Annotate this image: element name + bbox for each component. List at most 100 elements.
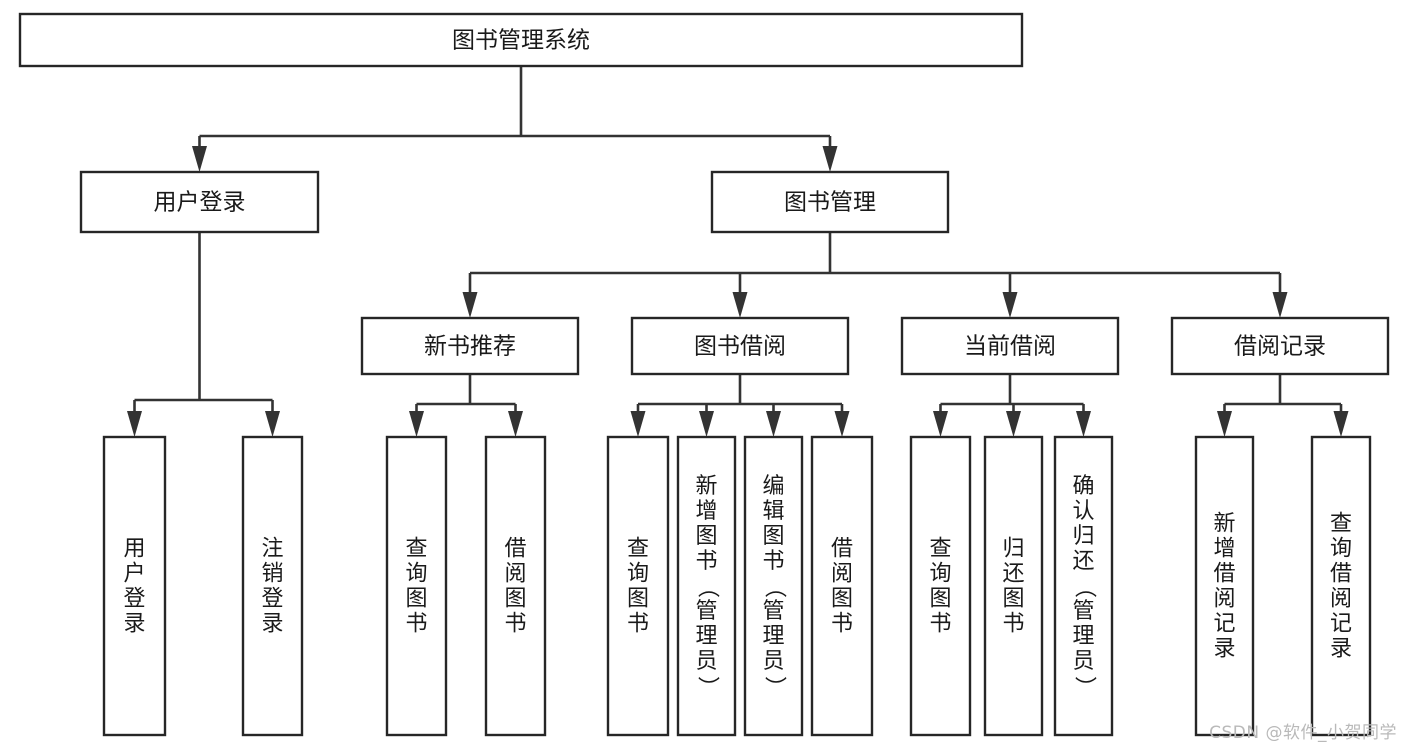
node-label-current-borrow: 当前借阅: [964, 334, 1056, 360]
arrow-head-icon: [630, 411, 646, 437]
svg-text:书: 书: [762, 549, 784, 574]
node-box-leaf-add-book[interactable]: [676, 435, 737, 737]
svg-text:阅: 阅: [504, 562, 526, 587]
node-new-book-rec[interactable]: 新书推荐: [360, 316, 580, 376]
arrow-head-icon: [1272, 292, 1288, 318]
connector-layer: [127, 66, 1349, 437]
svg-text:记: 记: [1330, 612, 1352, 637]
svg-text:书: 书: [695, 549, 717, 574]
svg-text:管: 管: [695, 599, 717, 624]
arrow-head-icon: [265, 411, 280, 437]
arrow-head-icon: [766, 411, 781, 437]
svg-text:管: 管: [1072, 599, 1094, 624]
node-leaf-user-login[interactable]: 用户登录: [102, 435, 167, 737]
node-box-leaf-borrow-book-2[interactable]: [810, 435, 874, 737]
node-box-book-borrow[interactable]: [630, 316, 850, 376]
edge-group-userlogin-children: [127, 232, 280, 437]
svg-text:图: 图: [695, 524, 717, 549]
svg-text:图: 图: [929, 587, 951, 612]
svg-text:（: （: [1072, 576, 1097, 598]
node-box-leaf-return-book[interactable]: [983, 435, 1044, 737]
svg-text:户: 户: [123, 562, 145, 587]
node-label-new-book-rec: 新书推荐: [424, 334, 516, 360]
arrow-head-icon: [933, 411, 948, 437]
node-box-user-login[interactable]: [79, 170, 320, 234]
svg-text:（: （: [762, 576, 787, 598]
svg-text:登: 登: [261, 587, 283, 612]
node-root[interactable]: 图书管理系统: [18, 12, 1024, 68]
node-label-root: 图书管理系统: [452, 28, 590, 54]
node-box-current-borrow[interactable]: [900, 316, 1120, 376]
node-box-leaf-logout[interactable]: [241, 435, 304, 737]
node-box-leaf-user-login[interactable]: [102, 435, 167, 737]
arrow-head-icon: [1006, 411, 1021, 437]
svg-text:书: 书: [1002, 612, 1024, 637]
svg-text:书: 书: [627, 612, 649, 637]
arrow-head-icon: [462, 292, 478, 318]
node-label-leaf-user-login: 用户登录: [123, 537, 145, 637]
node-book-manage[interactable]: 图书管理: [710, 170, 950, 234]
svg-text:询: 询: [627, 562, 649, 587]
svg-text:图: 图: [1002, 587, 1024, 612]
node-box-root[interactable]: [18, 12, 1024, 68]
arrow-head-icon: [508, 411, 523, 437]
svg-text:借: 借: [1213, 562, 1235, 587]
svg-text:新: 新: [695, 474, 717, 499]
node-box-new-book-rec[interactable]: [360, 316, 580, 376]
svg-text:图: 图: [627, 587, 649, 612]
svg-text:确: 确: [1072, 474, 1094, 499]
svg-text:阅: 阅: [831, 562, 853, 587]
node-box-leaf-edit-book[interactable]: [743, 435, 804, 737]
node-book-borrow[interactable]: 图书借阅: [630, 316, 850, 376]
node-box-book-manage[interactable]: [710, 170, 950, 234]
svg-text:新: 新: [1213, 512, 1235, 537]
svg-text:）: ）: [762, 676, 787, 698]
node-box-leaf-query-book-1[interactable]: [385, 435, 448, 737]
node-user-login[interactable]: 用户登录: [79, 170, 320, 234]
node-box-leaf-query-record[interactable]: [1310, 435, 1372, 737]
arrow-head-icon: [1002, 292, 1018, 318]
node-box-leaf-add-record[interactable]: [1194, 435, 1255, 737]
node-layer: 图书管理系统用户登录图书管理新书推荐图书借阅当前借阅借阅记录用户登录注销登录查询…: [18, 12, 1390, 737]
node-box-leaf-borrow-book-1[interactable]: [484, 435, 547, 737]
svg-text:图: 图: [504, 587, 526, 612]
node-current-borrow[interactable]: 当前借阅: [900, 316, 1120, 376]
node-box-leaf-query-book-2[interactable]: [606, 435, 670, 737]
svg-text:录: 录: [123, 612, 145, 637]
svg-text:查: 查: [627, 537, 649, 562]
node-borrow-record[interactable]: 借阅记录: [1170, 316, 1390, 376]
svg-text:借: 借: [1330, 562, 1352, 587]
node-label-book-borrow: 图书借阅: [694, 334, 786, 360]
svg-text:询: 询: [929, 562, 951, 587]
node-box-leaf-confirm-return[interactable]: [1053, 435, 1114, 737]
svg-text:询: 询: [1330, 537, 1352, 562]
svg-text:用: 用: [123, 537, 145, 562]
svg-text:）: ）: [1072, 676, 1097, 698]
svg-text:借: 借: [831, 537, 853, 562]
svg-text:辑: 辑: [762, 499, 784, 524]
svg-text:认: 认: [1072, 499, 1094, 524]
svg-text:还: 还: [1072, 549, 1094, 574]
node-box-borrow-record[interactable]: [1170, 316, 1390, 376]
node-box-leaf-query-book-3[interactable]: [909, 435, 972, 737]
edge-group-root-children: [192, 66, 838, 172]
